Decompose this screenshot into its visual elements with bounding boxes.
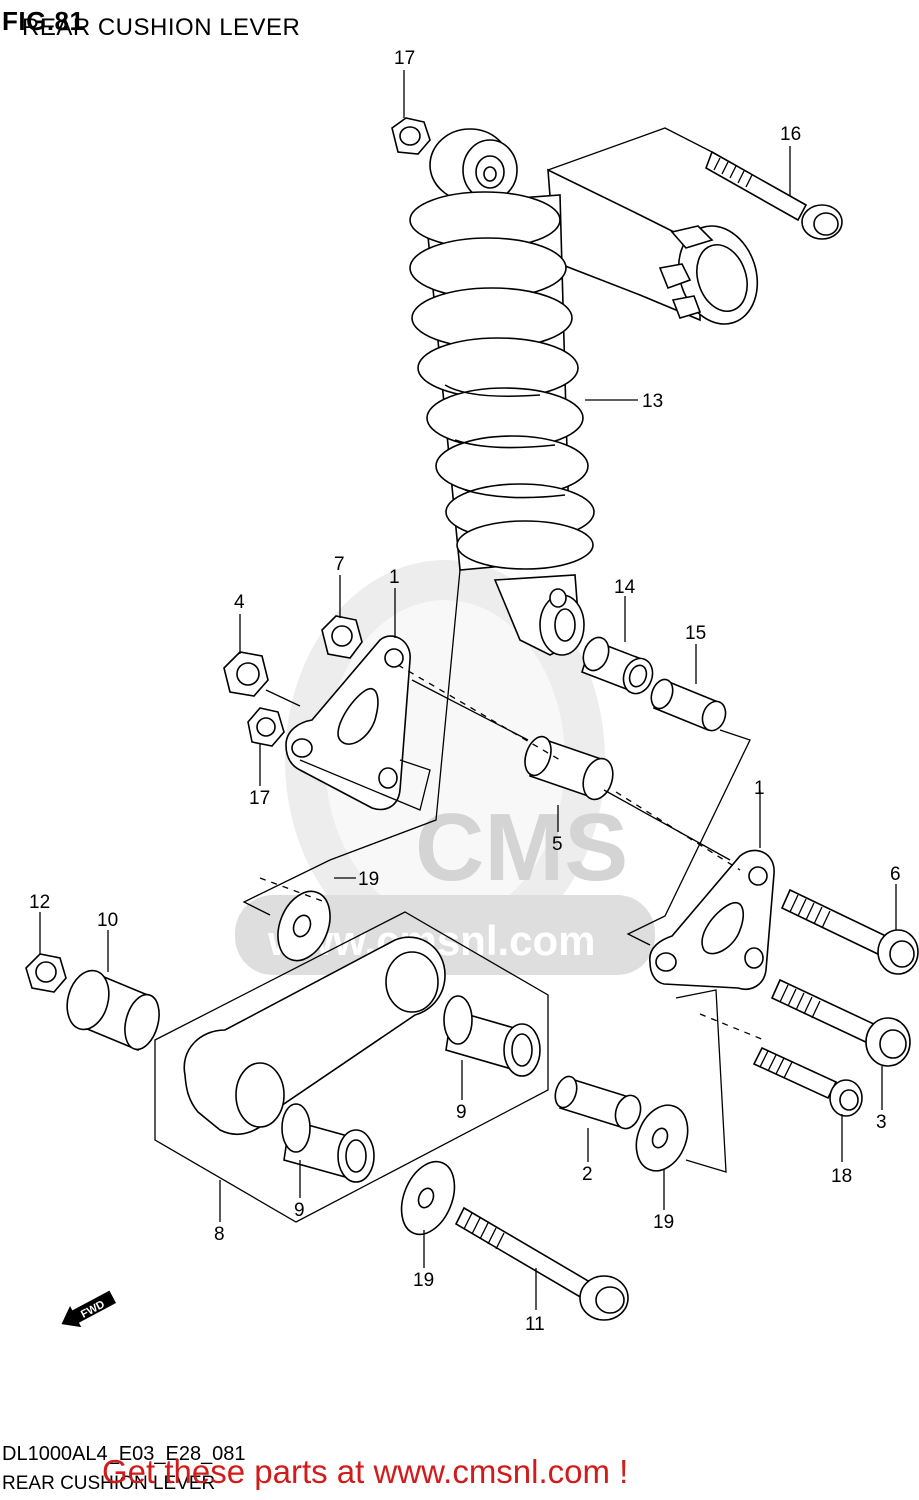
callout-7: 7 [334,554,345,575]
nut-7 [321,615,363,659]
nut-17-lower [247,707,285,747]
model-code: DL1000AL4_E03_E28_081 [2,1443,246,1465]
callout-9-b: 9 [294,1200,305,1221]
bush-15 [650,678,727,732]
spacer-14 [581,636,654,695]
nut-12 [25,953,67,993]
callout-9-a: 9 [456,1102,467,1123]
cushion-rod-assy-8 [154,911,549,1223]
assembly-guides [242,127,765,1173]
bolt-6 [780,888,919,975]
washer-19-right [635,1104,689,1172]
callout-14: 14 [614,577,636,598]
spacer-10 [66,969,160,1052]
washer-19-bottom [400,1160,456,1236]
nut-4 [223,651,269,697]
watermark-logo: CMS [415,794,628,901]
fwd-label: FWD [79,1298,107,1320]
leader-lines [39,70,897,1310]
callout-16: 16 [780,124,801,145]
callout-15: 15 [685,623,706,644]
callout-1-lower: 1 [754,778,765,799]
bush-2 [554,1075,642,1130]
bolt-3 [770,978,911,1067]
callout-10: 10 [97,910,118,931]
callout-6: 6 [890,864,901,885]
figure-title: REAR CUSHION LEVER [22,14,301,41]
fwd-arrow: FWD [61,1290,117,1328]
cushion-lever-plate-1-lower [649,849,775,990]
callout-18: 18 [831,1166,852,1187]
callout-4: 4 [234,592,245,613]
washer-19-upper [277,890,331,962]
nut-17-top [391,117,431,155]
callout-19-upper: 19 [358,869,379,890]
figure-number: FIG.81 [2,6,85,36]
bearing-9-a [443,995,541,1077]
bolt-16 [705,150,843,240]
model-title: REAR CUSHION LEVER [2,1473,216,1494]
callout-13: 13 [642,391,663,412]
bolt-11 [454,1206,629,1321]
cushion-lever-plate-1-upper [285,635,411,811]
callout-19-bottom: 19 [413,1270,434,1291]
callout-19-right: 19 [653,1212,674,1233]
callout-17-top: 17 [394,48,415,69]
bolt-18 [752,1046,863,1117]
callout-8: 8 [214,1224,225,1245]
callout-11: 11 [525,1314,545,1335]
callout-12: 12 [29,892,50,913]
callout-17-lower: 17 [249,788,270,809]
callout-numbers: 17 16 13 7 1 4 14 15 17 5 1 6 12 10 19 9… [29,48,901,1335]
promo-link[interactable]: Get these parts at www.cmsnl.com ! [102,1453,629,1490]
spacer-5 [524,735,614,801]
callout-2: 2 [582,1164,593,1185]
callout-3: 3 [876,1112,887,1133]
bearing-9-b [281,1103,375,1183]
rear-shock-absorber [409,128,759,656]
callout-1-upper: 1 [389,567,400,588]
callout-5: 5 [552,834,563,855]
